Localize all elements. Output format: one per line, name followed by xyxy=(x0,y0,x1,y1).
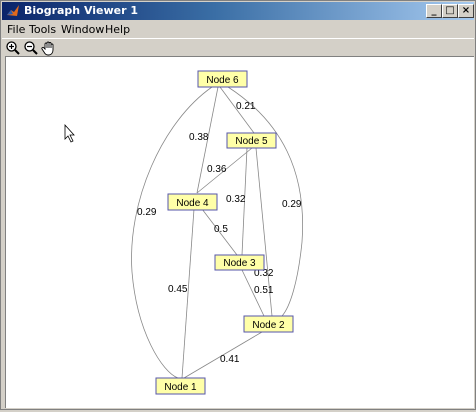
node-1[interactable]: Node 1 xyxy=(155,377,206,395)
edge-weight-label: 0.45 xyxy=(168,284,188,295)
node-label: Node 3 xyxy=(223,258,256,269)
edge-weight-label: 0.32 xyxy=(254,268,274,279)
menu-file[interactable]: File xyxy=(7,23,26,36)
window-title: Biograph Viewer 1 xyxy=(24,4,139,17)
node-6[interactable]: Node 6 xyxy=(197,70,248,88)
graph-edges xyxy=(131,86,304,379)
menu-bar: File Tools Window Help xyxy=(2,21,474,38)
close-button[interactable]: × xyxy=(458,4,474,18)
menu-help[interactable]: Help xyxy=(105,23,131,36)
node-3[interactable]: Node 3 xyxy=(214,254,265,271)
edge-node6-node4[interactable] xyxy=(196,86,219,194)
edge-node4-node3[interactable] xyxy=(201,208,238,256)
zoom-out-icon[interactable] xyxy=(23,40,39,56)
edge-weight-labels: 0.21 0.38 0.36 0.32 0.29 0.29 0.5 0.32 0… xyxy=(137,101,302,365)
graph-canvas[interactable]: 0.21 0.38 0.36 0.32 0.29 0.29 0.5 0.32 0… xyxy=(5,56,474,408)
toolbar xyxy=(2,38,474,57)
edge-weight-label: 0.29 xyxy=(282,199,302,210)
node-4[interactable]: Node 4 xyxy=(167,193,218,211)
edge-node3-node2[interactable] xyxy=(241,269,265,317)
maximize-button[interactable]: □ xyxy=(442,4,458,18)
edge-weight-label: 0.51 xyxy=(254,285,274,296)
edge-weight-label: 0.21 xyxy=(236,101,256,112)
matlab-logo-icon xyxy=(7,5,19,16)
edge-weight-label: 0.5 xyxy=(214,224,228,235)
edge-weight-label: 0.32 xyxy=(226,194,246,205)
zoom-in-icon[interactable] xyxy=(5,40,21,56)
menu-tools[interactable]: Tools xyxy=(29,23,57,36)
menu-window[interactable]: Window xyxy=(61,23,105,36)
edge-node2-node1[interactable] xyxy=(183,331,263,379)
edge-node6-node1[interactable] xyxy=(131,86,213,379)
node-label: Node 5 xyxy=(235,136,268,147)
edge-weight-label: 0.36 xyxy=(207,164,227,175)
node-label: Node 4 xyxy=(176,198,209,209)
node-label: Node 6 xyxy=(206,75,239,86)
node-5[interactable]: Node 5 xyxy=(226,132,277,149)
node-label: Node 1 xyxy=(164,382,197,393)
mouse-cursor-icon xyxy=(64,123,75,143)
graph-nodes: Node 6 Node 5 Node 4 Node 3 Node 2 xyxy=(155,70,294,395)
biograph-graph: 0.21 0.38 0.36 0.32 0.29 0.29 0.5 0.32 0… xyxy=(64,70,304,395)
edge-node5-node4[interactable] xyxy=(196,147,253,194)
pan-hand-icon[interactable] xyxy=(41,40,57,56)
edge-node5-node2[interactable] xyxy=(255,147,273,317)
edge-node4-node1[interactable] xyxy=(181,208,195,379)
title-bar[interactable]: Biograph Viewer 1 _ □ × xyxy=(2,2,474,20)
node-2[interactable]: Node 2 xyxy=(243,315,294,333)
edge-weight-label: 0.29 xyxy=(137,207,157,218)
edge-node5-node3[interactable] xyxy=(241,147,248,256)
edge-node6-node2[interactable] xyxy=(227,86,304,317)
edge-weight-label: 0.41 xyxy=(220,354,240,365)
edge-node6-node5[interactable] xyxy=(219,86,255,134)
node-label: Node 2 xyxy=(252,320,285,331)
minimize-button[interactable]: _ xyxy=(426,4,442,18)
edge-weight-label: 0.38 xyxy=(189,132,209,143)
